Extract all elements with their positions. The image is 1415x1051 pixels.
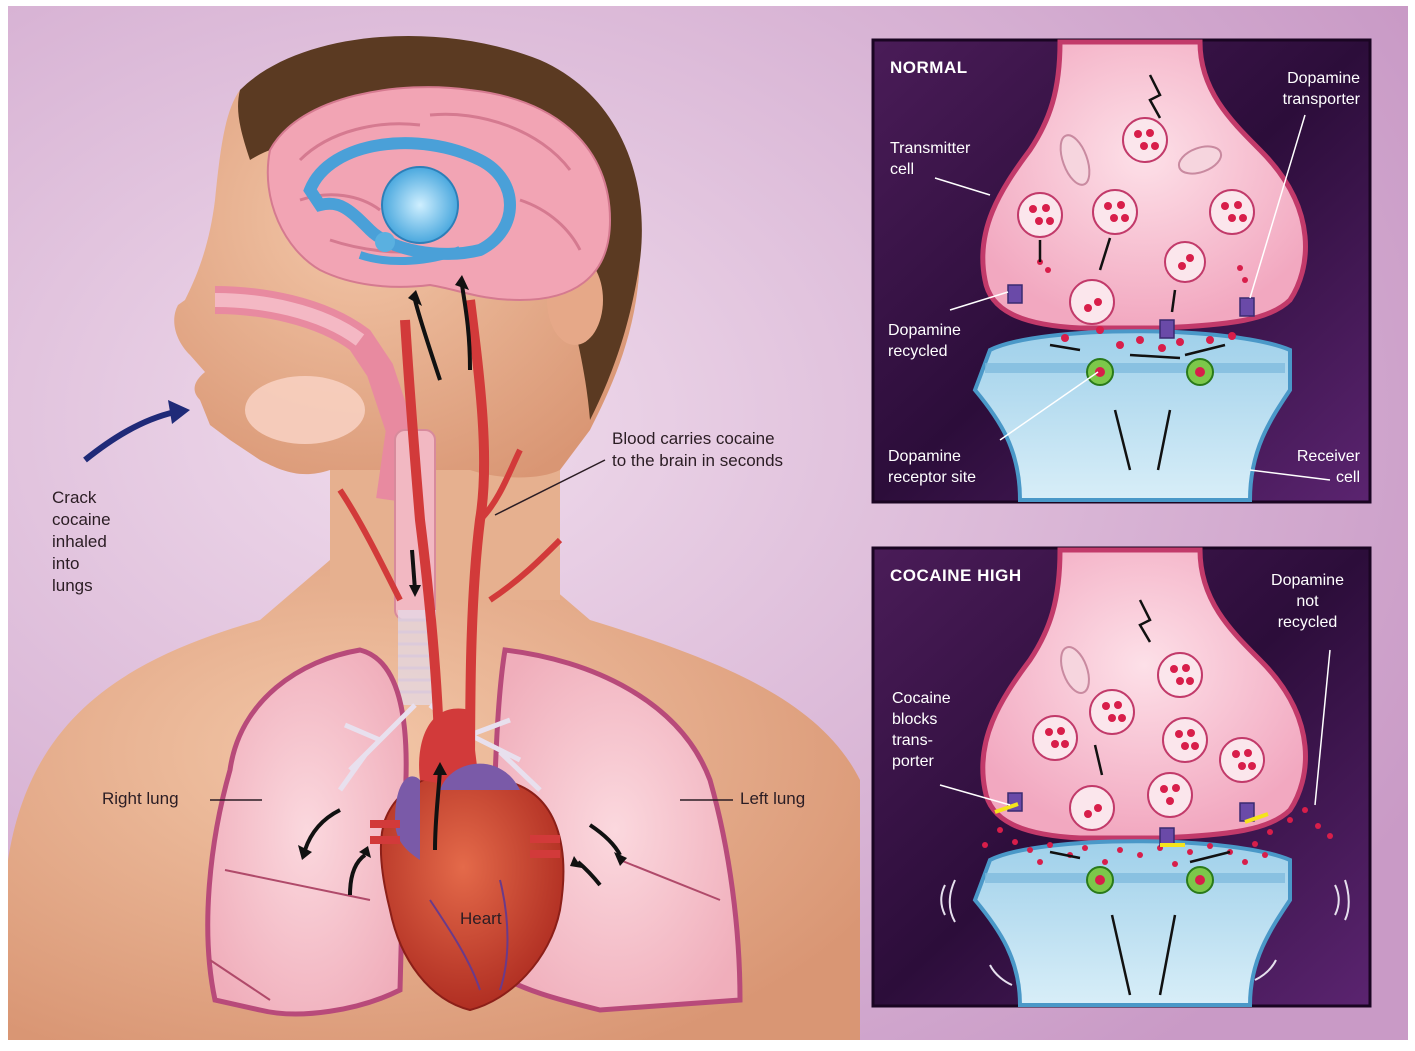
label-crack-cocaine: Crack cocaine inhaled into lungs [52, 487, 172, 597]
label-receiver-cell: Receiver cell [1260, 446, 1360, 488]
label-left-lung: Left lung [740, 788, 840, 810]
label-transmitter-cell: Transmitter cell [890, 138, 1000, 180]
label-dopamine-transporter: Dopamine transporter [1240, 68, 1360, 110]
label-cocaine-blocks: Cocaine blocks trans- porter [892, 688, 982, 772]
cocaine-panel-title: COCAINE HIGH [890, 566, 1022, 586]
label-right-lung: Right lung [102, 788, 212, 810]
label-dopamine-receptor-site: Dopamine receptor site [888, 446, 1028, 488]
label-dopamine-not-recycled: Dopamine not recycled [1250, 570, 1365, 633]
label-heart: Heart [460, 908, 530, 930]
label-dopamine-recycled: Dopamine recycled [888, 320, 998, 362]
normal-panel-title: NORMAL [890, 58, 968, 78]
label-blood-carries: Blood carries cocaine to the brain in se… [612, 428, 872, 472]
